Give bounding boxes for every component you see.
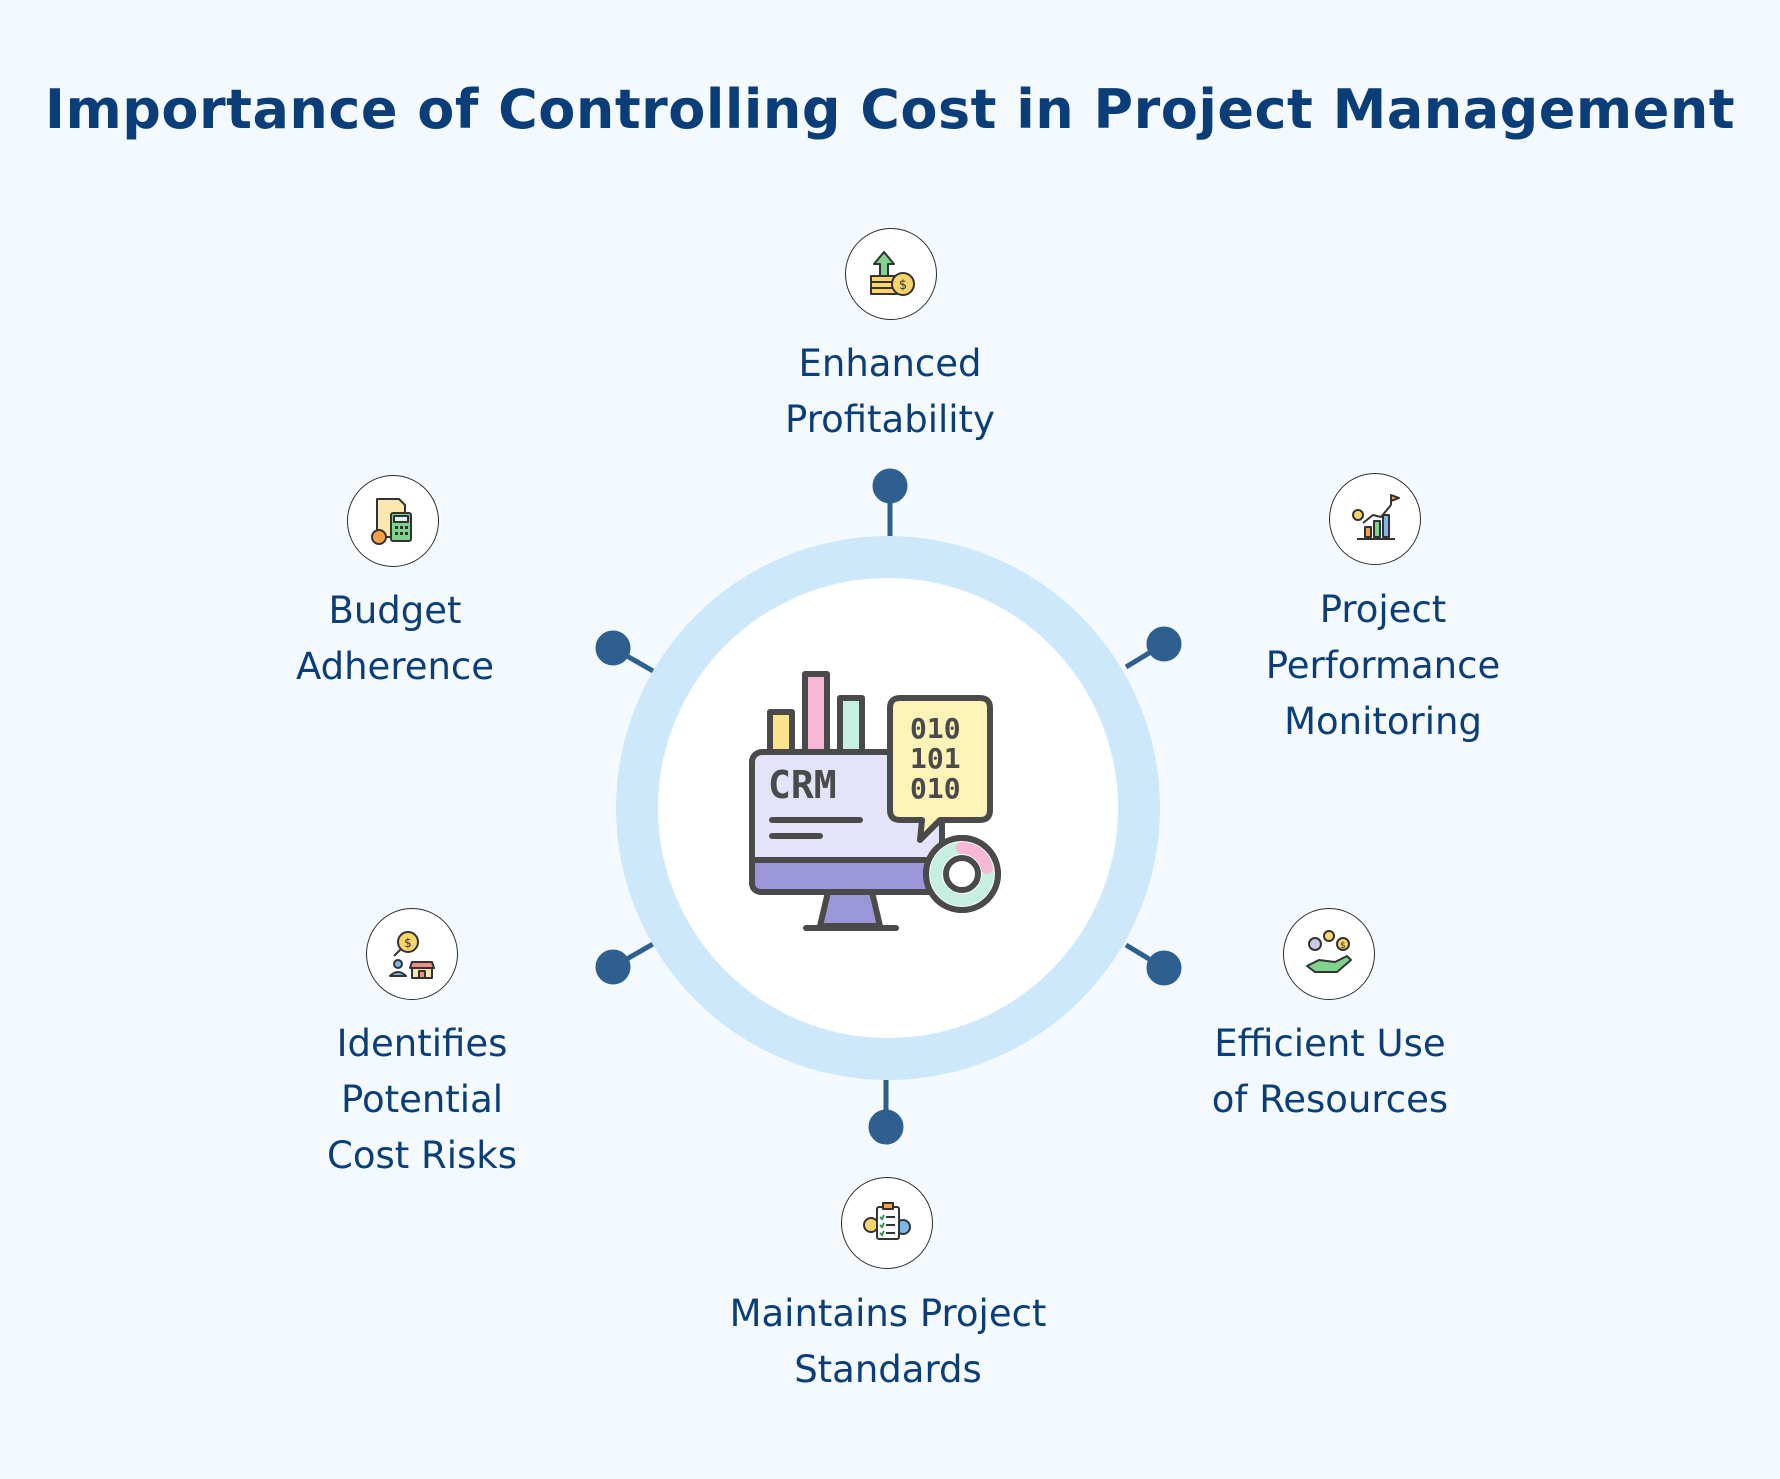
- label-line: Project: [1319, 588, 1447, 631]
- connector-dot-lower-right: [1146, 950, 1182, 986]
- label-line: Identifies: [336, 1022, 508, 1065]
- label-maintains-project-standards: Maintains Project Standards: [698, 1286, 1078, 1398]
- binary-row: 010: [910, 712, 961, 745]
- label-line: of Resources: [1211, 1078, 1449, 1121]
- label-line: Adherence: [295, 645, 495, 688]
- connector-dot-top: [872, 468, 908, 504]
- label-budget-adherence: Budget Adherence: [205, 583, 585, 695]
- label-line: Potential: [340, 1078, 504, 1121]
- svg-text:$: $: [404, 936, 412, 950]
- label-line: Efficient Use: [1214, 1022, 1446, 1065]
- label-line: Profitability: [785, 398, 995, 441]
- growth-chart-icon: [1329, 473, 1421, 565]
- label-line: Enhanced: [798, 342, 982, 385]
- crm-text: CRM: [768, 763, 837, 807]
- binary-row: 010: [910, 772, 961, 805]
- label-line: Budget: [328, 589, 462, 632]
- connector-dot-upper-left: [595, 630, 631, 666]
- label-line: Maintains Project: [729, 1292, 1047, 1335]
- binary-row: 101: [910, 742, 961, 775]
- calculator-budget-icon: [347, 475, 439, 567]
- label-identifies-potential-cost-risks: Identifies Potential Cost Risks: [232, 1016, 612, 1184]
- risk-search-icon: $: [366, 908, 458, 1000]
- svg-text:$: $: [1340, 941, 1346, 951]
- label-project-performance-monitoring: Project Performance Monitoring: [1193, 582, 1573, 750]
- label-line: Monitoring: [1284, 700, 1482, 743]
- crm-monitor-icon: CRM 010 101 010: [749, 671, 1001, 931]
- connector-dot-upper-right: [1146, 626, 1182, 662]
- label-line: Cost Risks: [327, 1134, 517, 1177]
- checklist-standards-icon: [841, 1177, 933, 1269]
- connector-dot-lower-left: [595, 949, 631, 985]
- label-line: Performance: [1265, 644, 1501, 687]
- resources-hand-icon: $: [1283, 908, 1375, 1000]
- label-efficient-use-of-resources: Efficient Use of Resources: [1140, 1016, 1520, 1128]
- coins-growth-icon: $: [845, 228, 937, 320]
- svg-text:$: $: [899, 278, 907, 293]
- connector-dot-bottom: [868, 1109, 904, 1145]
- label-enhanced-profitability: Enhanced Profitability: [700, 336, 1080, 448]
- page-title: Importance of Controlling Cost in Projec…: [44, 78, 1736, 141]
- label-line: Standards: [794, 1348, 982, 1391]
